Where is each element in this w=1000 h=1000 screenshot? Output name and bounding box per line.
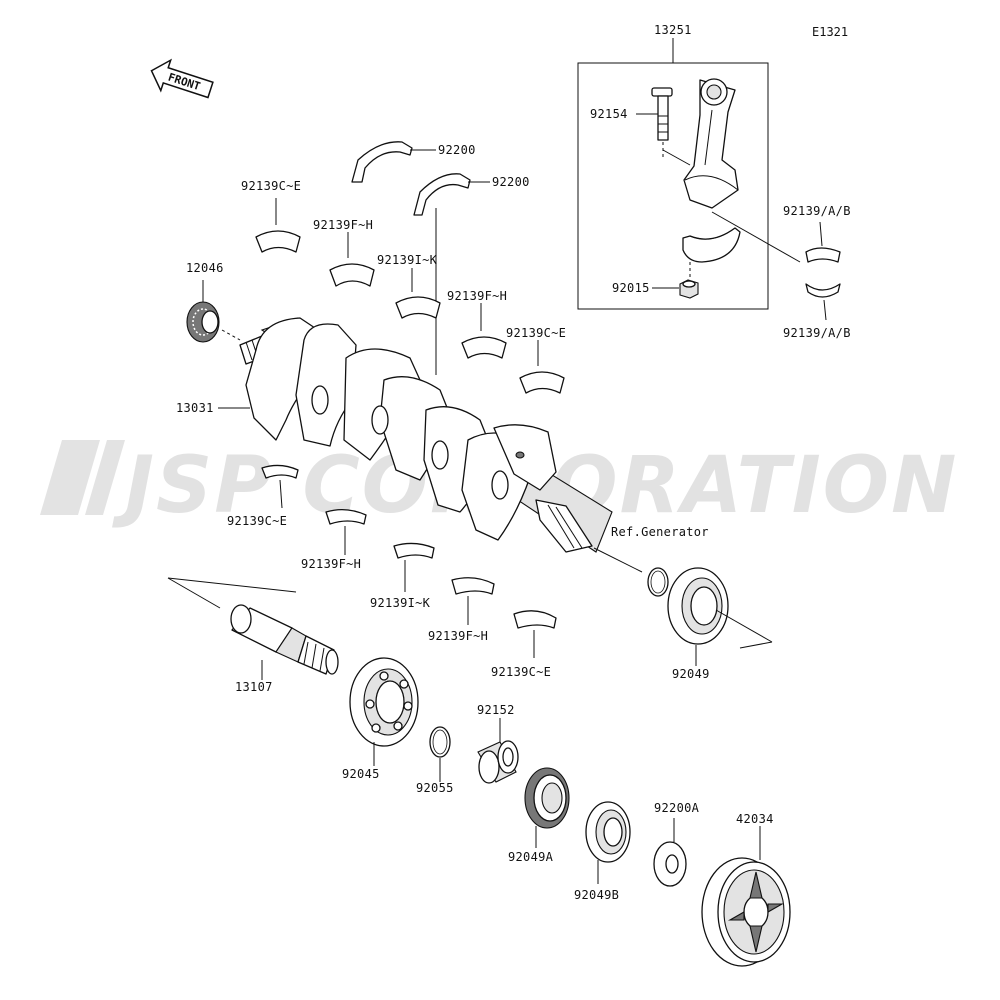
label-92139ik-1: 92139I~K xyxy=(377,253,438,267)
crank-gear-icon xyxy=(186,301,220,343)
main-bearing-upper-2-icon xyxy=(329,263,375,287)
rod-bearing-upper-icon xyxy=(805,247,841,263)
label-92055: 92055 xyxy=(416,781,454,795)
label-13251: 13251 xyxy=(654,23,692,37)
washer-icon xyxy=(653,841,687,887)
label-92049: 92049 xyxy=(672,667,710,681)
diagram-code: E1321 xyxy=(812,25,848,39)
label-13107: 13107 xyxy=(235,680,273,694)
crank-circlip-icon xyxy=(647,567,669,597)
oil-seal-b-icon xyxy=(585,801,631,863)
label-92139ce-2: 92139C~E xyxy=(506,326,566,340)
label-92139ce-4: 92139C~E xyxy=(491,665,551,679)
label-92139ik-2: 92139I~K xyxy=(370,596,431,610)
bushing-icon xyxy=(477,740,519,784)
label-92154: 92154 xyxy=(590,107,628,121)
main-bearing-lower-5-icon xyxy=(513,610,557,629)
label-92200a: 92200A xyxy=(654,801,700,815)
crankshaft-icon xyxy=(239,317,613,553)
label-92015: 92015 xyxy=(612,281,650,295)
connecting-rod-icon xyxy=(662,78,739,209)
rod-bearing-lower-icon xyxy=(805,283,841,298)
ball-bearing-icon xyxy=(349,657,419,747)
label-13031: 13031 xyxy=(176,401,214,415)
thrust-washer-2-icon xyxy=(413,173,471,216)
main-bearing-lower-3-icon xyxy=(393,542,435,559)
main-bearing-lower-4-icon xyxy=(451,577,495,595)
main-bearing-upper-5-icon xyxy=(519,371,565,394)
label-92139ce-3: 92139C~E xyxy=(227,514,287,528)
circlip-icon xyxy=(429,726,451,758)
label-92049a: 92049A xyxy=(508,850,554,864)
label-92139fh-3: 92139F~H xyxy=(301,557,361,571)
main-bearing-upper-4-icon xyxy=(461,336,507,359)
rod-cap-icon xyxy=(682,227,741,280)
main-bearing-lower-2-icon xyxy=(325,508,367,525)
label-92139fh-1: 92139F~H xyxy=(313,218,373,232)
label-92139ab-top: 92139/A/B xyxy=(783,204,851,218)
label-92139ce-1: 92139C~E xyxy=(241,179,301,193)
main-bearing-lower-1-icon xyxy=(261,464,299,479)
label-92200-b: 92200 xyxy=(492,175,530,189)
pulley-icon xyxy=(701,857,791,967)
oil-seal-icon xyxy=(667,567,729,645)
label-92200-a: 92200 xyxy=(438,143,476,157)
label-92139fh-4: 92139F~H xyxy=(428,629,488,643)
main-bearing-upper-1-icon xyxy=(255,230,301,253)
label-92139ab-bot: 92139/A/B xyxy=(783,326,851,340)
main-bearing-upper-3-icon xyxy=(395,296,441,319)
label-92152: 92152 xyxy=(477,703,515,717)
label-12046: 12046 xyxy=(186,261,224,275)
front-arrow-icon: FRONT xyxy=(150,58,214,99)
label-42034: 42034 xyxy=(736,812,774,826)
connecting-rod-box xyxy=(577,62,769,310)
label-92049b: 92049B xyxy=(574,888,619,902)
balancer-shaft-icon xyxy=(230,604,339,675)
label-92045: 92045 xyxy=(342,767,380,781)
label-92139fh-2: 92139F~H xyxy=(447,289,507,303)
rod-bolt-icon xyxy=(651,87,673,160)
rod-nut-icon xyxy=(679,279,699,299)
ref-generator-label: Ref.Generator xyxy=(611,525,709,539)
oil-seal-a-icon xyxy=(524,767,570,829)
thrust-washer-1-icon xyxy=(351,141,413,183)
